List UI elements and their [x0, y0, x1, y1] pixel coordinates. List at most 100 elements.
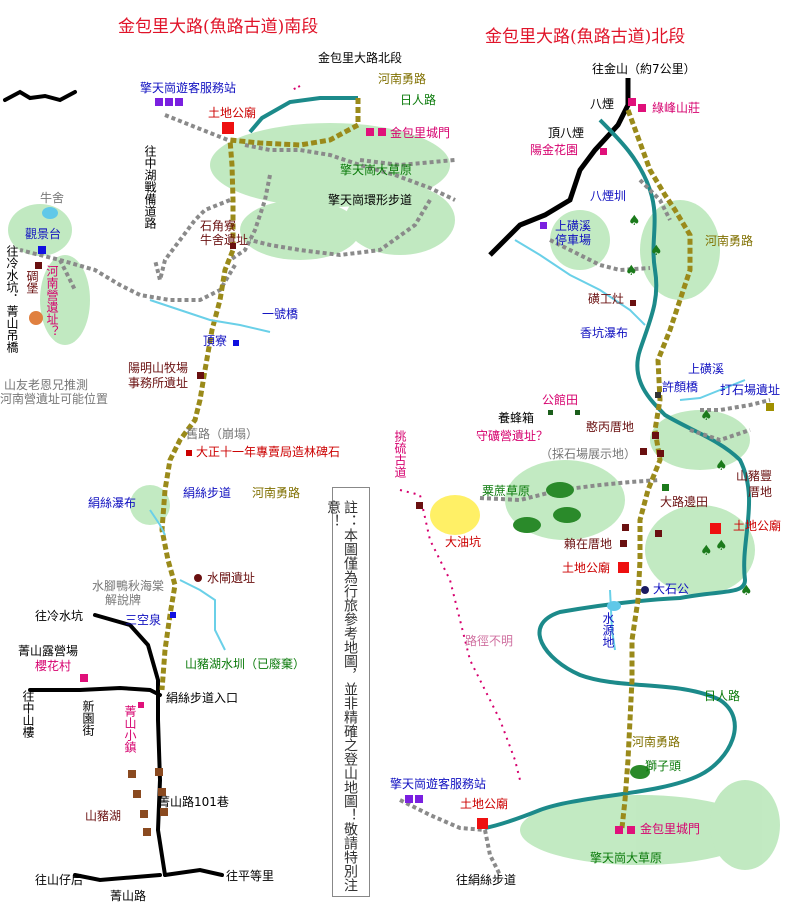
- river-north: [484, 118, 752, 830]
- label-henan-road-a: 河南勇路: [378, 71, 426, 86]
- label-friend-note-1: 山友老恩兄推測: [4, 378, 88, 392]
- label-to-zhongshanlou: 往中山樓: [21, 689, 35, 739]
- south-title: 金包里大路(魚路古道)南段: [118, 17, 318, 37]
- label-bayan: 八煙: [590, 97, 614, 111]
- label-duck-sign-1: 水腳鴨秋海棠: [92, 578, 164, 593]
- label-viewpoint: 觀景台: [25, 226, 61, 241]
- svg-text:♠: ♠: [715, 458, 728, 474]
- label-grassland: 擎天崗大草原: [340, 162, 412, 177]
- label-kuanggong-stove: 磺工灶: [588, 292, 624, 306]
- label-gongguan-field: 公館田: [542, 392, 578, 407]
- svg-text:♠: ♠: [628, 213, 641, 229]
- label-yangming-ranch-1: 陽明山牧場: [128, 361, 188, 375]
- label-xuyan-bridge: 許顏橋: [662, 379, 698, 394]
- label-to-lengshui: 往冷水坑．菁山吊橋: [5, 244, 19, 354]
- label-jingshan-camp: 菁山露營場: [18, 644, 78, 658]
- svg-text:♠: ♠: [625, 263, 638, 279]
- label-millet-grass: 粟蔗草原: [482, 484, 530, 498]
- label-to-lengshuikeng: 往冷水坑: [35, 608, 83, 623]
- paths-south: [19, 113, 456, 302]
- label-war-road: 往中湖戰備道路: [143, 144, 157, 230]
- label-bayan-canal: 八煙圳: [590, 189, 626, 203]
- label-quarry-display: （採石場展示地）: [540, 447, 636, 461]
- label-tudigong: 土地公廟: [208, 105, 256, 120]
- label-yangjin-garden: 陽金花園: [530, 142, 578, 157]
- label-juansi-trail: 絹絲步道: [183, 485, 231, 500]
- label-hanbing-house: 憨丙厝地: [586, 420, 634, 434]
- label-to-jingshanzi: 往山仔后: [35, 872, 83, 887]
- svg-text:♠: ♠: [715, 538, 728, 554]
- label-shangkuangxi-2: 停車場: [555, 232, 591, 247]
- markers-north: ♠♠♠ ♠♠♠ ♠♠: [405, 98, 774, 834]
- trail-north: [619, 109, 693, 829]
- label-water-source: 水源地: [601, 612, 615, 648]
- svg-text:♠: ♠: [740, 583, 753, 599]
- north-title: 金包里大路(魚路古道)北段: [485, 27, 685, 47]
- label-quarry: 打石場遺址: [720, 382, 780, 397]
- label-riren-road-n: 日人路: [704, 688, 740, 703]
- label-shijiao-1: 石角寮: [200, 218, 236, 233]
- road-north: [488, 78, 631, 257]
- label-shanzhu-canal: 山豬湖水圳（已廢棄）: [185, 656, 305, 671]
- sulfur-pit: [430, 495, 480, 535]
- label-riren-road: 日人路: [400, 92, 436, 107]
- label-friend-note-2: 河南營遺址可能位置: [0, 391, 108, 406]
- label-dalu-field: 大路邊田: [660, 494, 708, 509]
- label-shoukuang-camp: 守礦營遺址？: [476, 428, 548, 443]
- label-to-pingdeng: 往平等里: [226, 868, 274, 883]
- label-shangkuangxi-river: 上磺溪: [688, 362, 724, 376]
- label-shangkuangxi-1: 上磺溪: [555, 219, 591, 233]
- trail-south: [159, 98, 361, 691]
- label-big-stone: 大石公: [653, 582, 689, 596]
- label-shanzhu-feng-2: 厝地: [748, 485, 772, 499]
- label-unknown-path: 路徑不明: [465, 633, 513, 648]
- label-shanzhu-feng-1: 山豬豐: [736, 469, 772, 483]
- label-tudigong-n2: 土地公廟: [562, 560, 610, 575]
- label-cattle-house: 牛舍: [40, 190, 64, 205]
- markers-south: [29, 98, 386, 836]
- label-laizai-house: 賴在厝地: [564, 536, 612, 551]
- label-visitor-center-n: 擎天崗遊客服務站: [390, 776, 486, 791]
- disclaimer-box: [332, 487, 370, 897]
- label-sulfur-oil-pit: 大油坑: [445, 534, 481, 549]
- sulfur-trail-dashes: [399, 489, 521, 781]
- label-ring-trail: 擎天崗環形步道: [328, 192, 412, 207]
- roads-south: [3, 89, 224, 883]
- label-sankong-spring: 三空泉: [125, 613, 161, 627]
- label-yangming-ranch-2: 事務所遺址: [128, 375, 188, 390]
- label-jinbaoli-gate: 金包里城門: [390, 125, 450, 140]
- disclaimer-note: 註：本圖僅為行旅參考地圖，並非精確之登山地圖！敬請特別注意！: [325, 500, 358, 892]
- streams-south: [149, 299, 271, 651]
- label-water-gate: 水閘遺址: [207, 570, 255, 585]
- label-jingshan-town: 菁山小鎮: [123, 705, 137, 754]
- label-lion-head: 獅子頭: [645, 759, 681, 773]
- paths-north: [399, 178, 771, 876]
- label-sulfur-trail: 挑硫古道: [393, 430, 407, 478]
- label-bee-box: 養蜂箱: [498, 410, 534, 425]
- river-south: [248, 96, 358, 134]
- label-dingliao: 頂寮: [203, 333, 227, 348]
- label-henan-road-b: 河南勇路: [252, 485, 300, 500]
- svg-text:♠: ♠: [700, 543, 713, 559]
- label-sakura-village: 櫻花村: [35, 658, 71, 673]
- label-lufeng-villa: 綠峰山莊: [652, 101, 700, 115]
- label-tudigong-n3: 土地公廟: [460, 796, 508, 811]
- svg-text:♠: ♠: [700, 408, 713, 424]
- label-bridge1: 一號橋: [262, 307, 298, 321]
- label-lane101: 菁山路101巷: [158, 794, 229, 809]
- label-north-section: 金包里大路北段: [318, 50, 402, 65]
- label-visitor-center: 擎天崗遊客服務站: [140, 80, 236, 95]
- label-henan-camp: 河南營遺址？: [45, 265, 59, 337]
- label-to-juansi: 往絹絲步道: [456, 872, 516, 887]
- label-trail-entrance: 絹絲步道入口: [166, 690, 238, 705]
- label-shanzhu-lake: 山豬湖: [85, 808, 121, 823]
- label-henan-road-d: 河南勇路: [632, 734, 680, 749]
- label-to-jinshan: 往金山（約7公里）: [592, 61, 696, 76]
- label-duck-sign-2: 解說牌: [105, 592, 141, 607]
- label-tudigong-n1: 土地公廟: [733, 518, 781, 533]
- label-xinyuan-st: 新園街: [81, 699, 95, 736]
- label-taisho-stele: 大正十一年專賣局造林碑石: [196, 444, 340, 459]
- label-henan-road-c: 河南勇路: [705, 233, 753, 248]
- label-shijiao-2: 牛舍遺址: [200, 232, 248, 247]
